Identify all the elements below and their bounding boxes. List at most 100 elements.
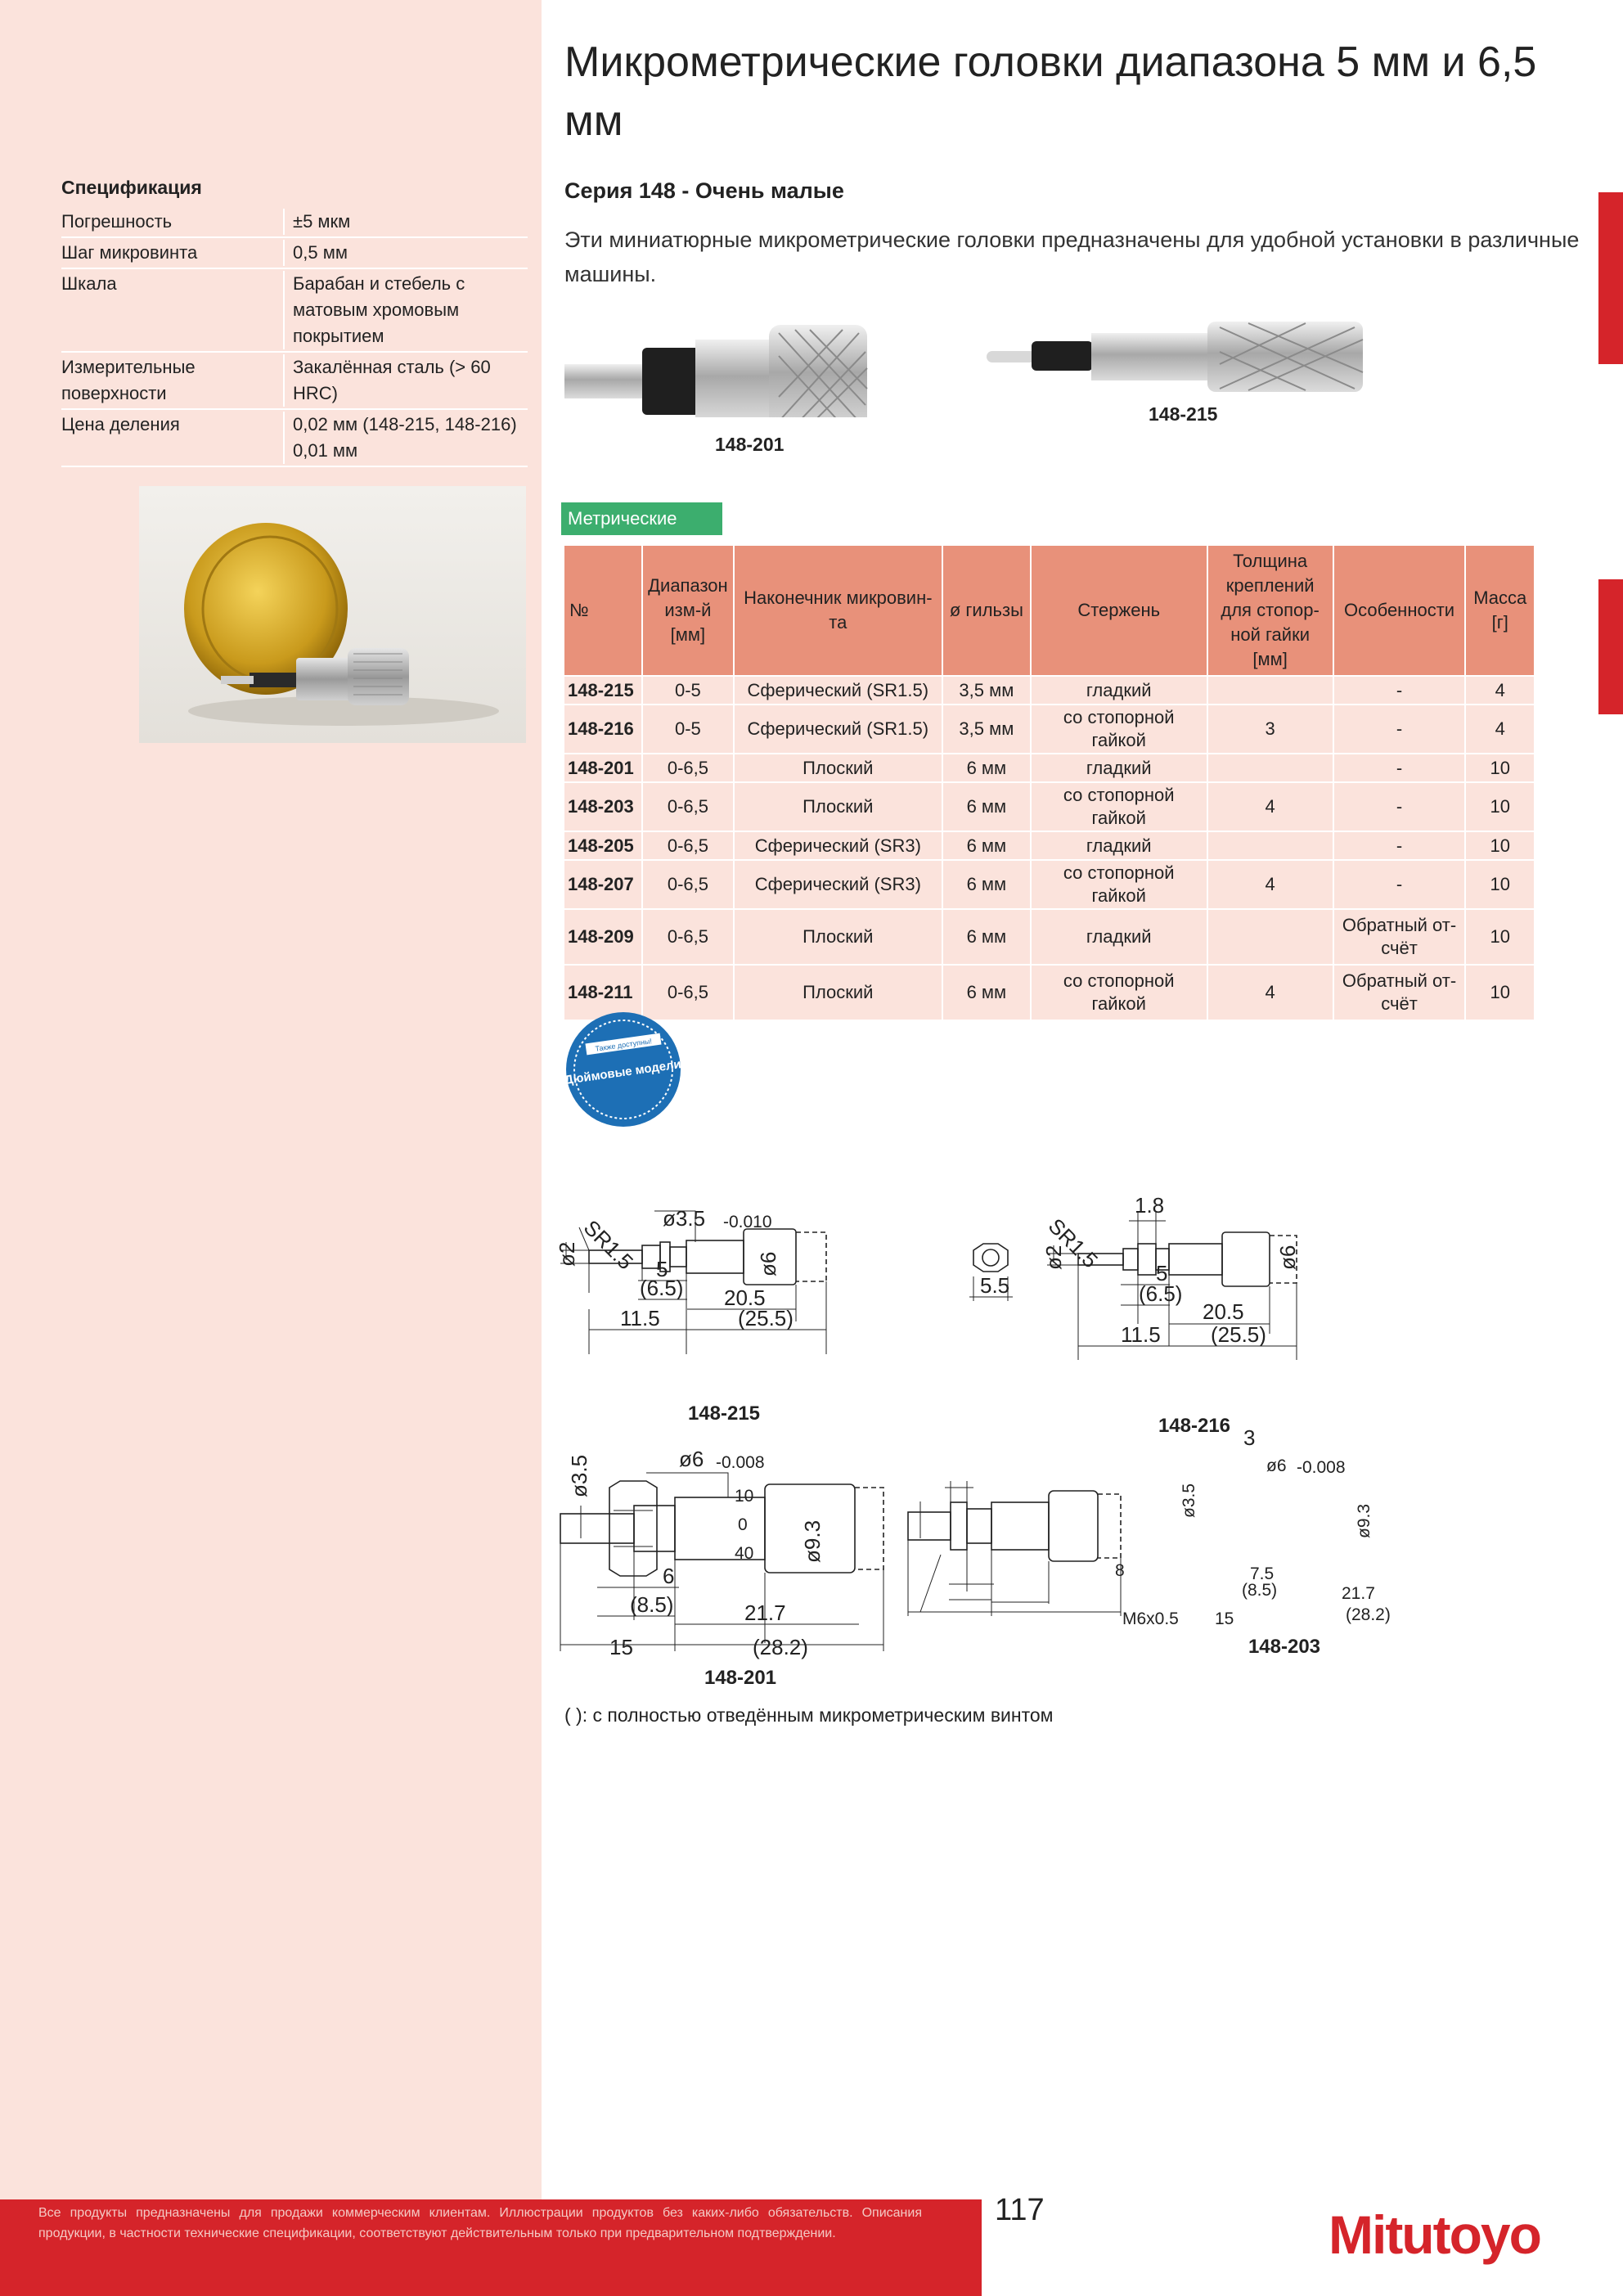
cell: 4 (1206, 781, 1334, 832)
dim-label: 40 (735, 1544, 753, 1563)
spec-value: 0,02 мм (148-215, 148-216) 0,01 мм (293, 414, 517, 461)
cell: со стопорной гайкой (1029, 859, 1208, 910)
cell: Сферический (SR3) (732, 859, 943, 910)
col-header: № (562, 544, 644, 677)
cell: Обратный от- счёт (1332, 964, 1467, 1021)
cell: 0-5 (641, 704, 735, 754)
technical-drawings: SR1.5 ø3.5 -0.010 ø2 ø6 5 (6.5) 20.5 11.… (556, 1193, 1391, 1686)
cell: 4 (1464, 675, 1535, 705)
intro-text: Эти миниатюрные микрометрические головки… (564, 227, 1580, 286)
drawing-caption: 148-203 (1248, 1636, 1320, 1658)
col-header: ø гильзы (941, 544, 1032, 677)
mitutoyo-logo: Mitutoyo (1329, 2204, 1542, 2265)
dim-label: ø6 (756, 1252, 780, 1276)
dim-label: ø2 (556, 1242, 579, 1267)
dim-label: (8.5) (1242, 1581, 1277, 1600)
cell: со стопорной гайкой (1029, 964, 1208, 1021)
dim-label: 20.5 (724, 1285, 766, 1310)
dim-label: 8 (1115, 1561, 1125, 1580)
dim-label: -0.008 (1297, 1458, 1346, 1477)
cell (1206, 908, 1334, 966)
cell: гладкий (1029, 908, 1208, 966)
coin-micrometer-image (184, 523, 499, 726)
drawing-caption: 148-216 (1158, 1415, 1230, 1437)
cell: 148-205 (562, 831, 644, 861)
dim-label: (6.5) (640, 1276, 683, 1300)
dim-label: ø3.5 (567, 1455, 591, 1497)
dim-label: ø9.3 (800, 1520, 825, 1563)
cell: 148-215 (562, 675, 644, 705)
product-table: № Диапазон изм-й [мм] Наконечник микрови… (562, 544, 1535, 1021)
cell: Плоский (732, 753, 943, 783)
cell: 148-203 (562, 781, 644, 832)
cell: Обратный от- счёт (1332, 908, 1467, 966)
specification-block: Спецификация Погрешность±5 мкм Шаг микро… (61, 177, 528, 467)
cell: - (1332, 859, 1467, 910)
cell: Плоский (732, 908, 943, 966)
cell: 3,5 мм (941, 675, 1032, 705)
col-header: Особенности (1332, 544, 1467, 677)
cell (1206, 753, 1334, 783)
spec-heading: Спецификация (61, 177, 202, 198)
cell: 6 мм (941, 908, 1032, 966)
drawing-note: ( ): с полностью отведённым микрометриче… (564, 1704, 1054, 1726)
dim-label: -0.008 (716, 1453, 765, 1472)
dim-label: -0.010 (723, 1213, 772, 1231)
dim-label: 10 (735, 1487, 753, 1506)
cell: 148-201 (562, 753, 644, 783)
cell: 10 (1464, 753, 1535, 783)
photo-caption: 148-215 (1149, 403, 1218, 425)
footer-bar (0, 2199, 982, 2296)
coin-comparison-photo (139, 486, 526, 743)
dim-label: 21.7 (744, 1600, 786, 1625)
series-subtitle: Серия 148 - Очень малые (564, 178, 844, 203)
cell: 4 (1206, 859, 1334, 910)
dim-label: 1.8 (1135, 1193, 1164, 1218)
drawing-caption: 148-201 (704, 1667, 776, 1686)
section-tab (1598, 192, 1623, 364)
cell: 10 (1464, 908, 1535, 966)
photo-caption: 148-201 (715, 434, 785, 455)
dim-label: ø3.5 (1180, 1483, 1198, 1518)
col-header: Наконечник микровин- та (732, 544, 943, 677)
col-header: Масса [г] (1464, 544, 1535, 677)
micrometer-photo-148-215 (987, 315, 1371, 397)
dim-label: (28.2) (1346, 1605, 1391, 1624)
dim-label: 6 (663, 1564, 674, 1588)
dim-label: 5 (1156, 1261, 1167, 1285)
dim-label: ø9.3 (1355, 1504, 1373, 1538)
dim-label: (25.5) (738, 1306, 794, 1330)
dim-label: 11.5 (620, 1306, 660, 1330)
cell: Сферический (SR1.5) (732, 704, 943, 754)
dim-label: 0 (738, 1515, 748, 1534)
cell: 10 (1464, 831, 1535, 861)
dim-label: 20.5 (1203, 1299, 1244, 1324)
dim-label: 11.5 (1121, 1322, 1161, 1347)
cell: 4 (1464, 704, 1535, 754)
logo-text: Mitutoyo (1329, 2204, 1540, 2265)
dim-label: 5 (656, 1257, 668, 1281)
cell: со стопорной гайкой (1029, 781, 1208, 832)
dim-label: (6.5) (1139, 1281, 1182, 1306)
cell: 148-211 (562, 964, 644, 1021)
page-title: Микрометрические головки диапазона 5 мм … (564, 38, 1537, 145)
section-tab (1598, 579, 1623, 714)
cell: 10 (1464, 964, 1535, 1021)
dim-label: 15 (609, 1635, 633, 1659)
dim-label: SR1.5 (579, 1215, 638, 1274)
cell: 148-209 (562, 908, 644, 966)
col-header: Толщина креплений для стопор- ной гайки … (1206, 544, 1334, 677)
dim-label: 15 (1215, 1609, 1234, 1628)
dim-label: ø6 (679, 1447, 704, 1471)
cell: Сферический (SR1.5) (732, 675, 943, 705)
spec-row: Погрешность±5 мкм (61, 207, 528, 238)
footer-disclaimer: Все продукты предназначены для продажи к… (38, 2206, 922, 2240)
cell: 148-216 (562, 704, 644, 754)
cell: 10 (1464, 859, 1535, 910)
